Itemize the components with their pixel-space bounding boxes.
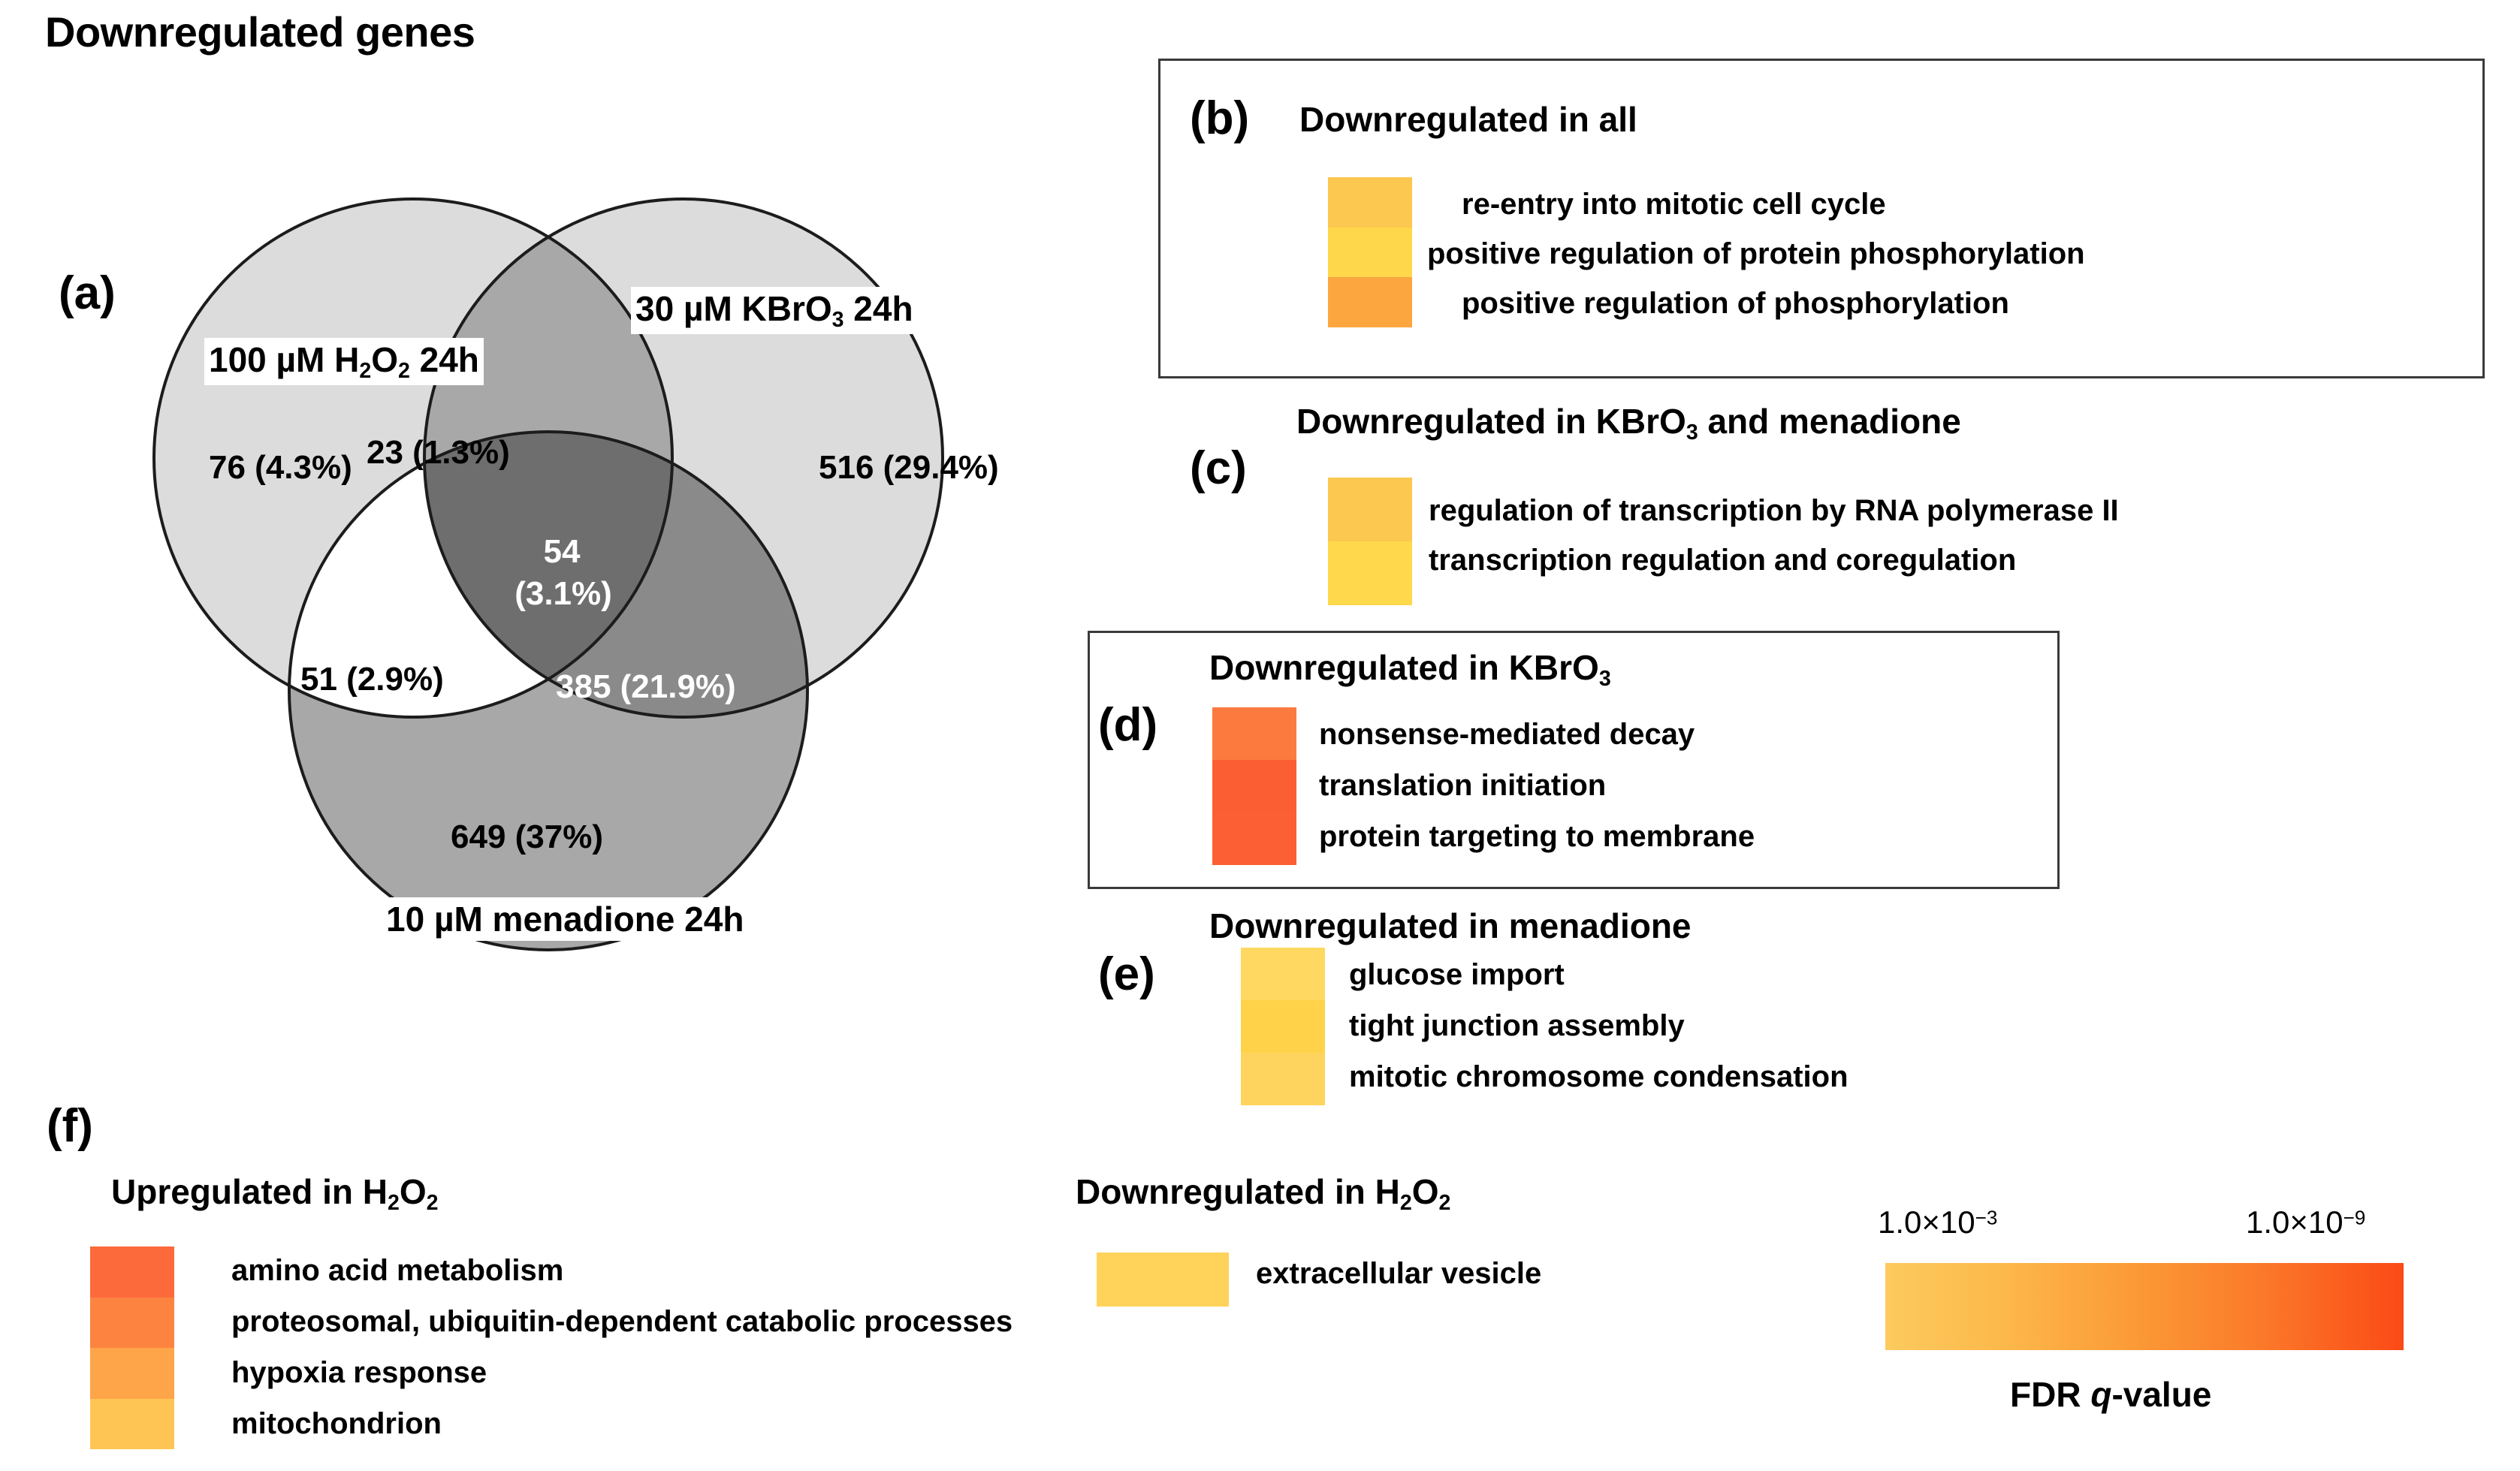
swatch-f-up-2 xyxy=(90,1297,174,1348)
venn-label-h2o2: 100 µM H2O2 24h xyxy=(204,338,484,385)
swatch-e-1 xyxy=(1241,948,1325,1000)
figure-title: Downregulated genes xyxy=(45,8,475,56)
panel-d-letter: (d) xyxy=(1098,699,1158,751)
panel-f-down-swatch xyxy=(1097,1252,1229,1307)
panel-f-up-term-2: proteosomal, ubiquitin-dependent catabol… xyxy=(231,1305,1013,1338)
panel-c-letter: (c) xyxy=(1190,442,1247,494)
panel-b-term-3: positive regulation of phosphorylation xyxy=(1462,287,2009,320)
swatch-d-3 xyxy=(1212,812,1296,865)
venn-label-menadione: 10 µM menadione 24h xyxy=(382,897,749,941)
swatch-f-up-1 xyxy=(90,1246,174,1298)
panel-f-down-term-1: extracellular vesicle xyxy=(1256,1257,1542,1290)
panel-b-term-1: re-entry into mitotic cell cycle xyxy=(1462,188,1886,221)
swatch-e-3 xyxy=(1241,1052,1325,1105)
swatch-d-1 xyxy=(1212,707,1296,760)
swatch-c-2 xyxy=(1328,541,1412,605)
panel-f-up-term-4: mitochondrion xyxy=(231,1407,442,1440)
swatch-b-2 xyxy=(1328,227,1412,278)
legend-tick-low: 1.0×10−3 xyxy=(1878,1204,1998,1240)
panel-b-frame xyxy=(1158,59,2485,378)
venn-count-all-three-percent: (3.1%) xyxy=(515,575,612,612)
venn-count-h2o2-kbro3: 23 (1.3%) xyxy=(367,434,510,471)
venn-count-all-three: 54 xyxy=(543,533,581,570)
swatch-c-1 xyxy=(1328,478,1412,541)
panel-d-heading: Downregulated in KBrO3 xyxy=(1209,648,1611,691)
venn-diagram xyxy=(113,173,1014,1059)
legend-tick-high: 1.0×10−9 xyxy=(2246,1204,2366,1240)
panel-b-swatches xyxy=(1328,177,1412,327)
panel-f-down-heading: Downregulated in H2O2 xyxy=(1076,1172,1451,1215)
panel-d-swatches xyxy=(1212,707,1296,865)
panel-f-letter: (f) xyxy=(47,1100,93,1152)
swatch-d-2 xyxy=(1212,760,1296,812)
panel-d-term-2: translation initiation xyxy=(1319,769,1607,802)
venn-count-kbro3-menadione: 385 (21.9%) xyxy=(556,668,736,705)
panel-f-up-term-1: amino acid metabolism xyxy=(231,1254,564,1287)
panel-c-heading: Downregulated in KBrO3 and menadione xyxy=(1296,402,1961,445)
panel-e-term-2: tight junction assembly xyxy=(1349,1009,1685,1042)
fdr-qvalue-colorbar xyxy=(1885,1263,2404,1350)
venn-count-kbro3-only: 516 (29.4%) xyxy=(819,449,999,486)
venn-label-kbro3: 30 µM KBrO3 24h xyxy=(631,287,918,334)
panel-e-letter: (e) xyxy=(1098,948,1155,1000)
panel-f-up-heading: Upregulated in H2O2 xyxy=(111,1172,439,1215)
panel-c-term-2: transcription regulation and coregulatio… xyxy=(1429,544,2017,577)
panel-d-term-3: protein targeting to membrane xyxy=(1319,820,1755,853)
swatch-f-up-4 xyxy=(90,1398,174,1449)
panel-e-heading: Downregulated in menadione xyxy=(1209,906,1692,945)
swatch-b-3 xyxy=(1328,277,1412,327)
panel-c-term-1: regulation of transcription by RNA polym… xyxy=(1429,494,2119,527)
panel-a-letter: (a) xyxy=(59,267,116,319)
panel-b-letter: (b) xyxy=(1190,92,1250,144)
swatch-f-up-3 xyxy=(90,1348,174,1399)
venn-count-menadione-only: 649 (37%) xyxy=(451,818,604,855)
swatch-e-2 xyxy=(1241,1000,1325,1053)
panel-d-frame xyxy=(1088,631,2060,889)
legend-caption: FDR q-value xyxy=(2010,1375,2212,1414)
panel-d-term-1: nonsense-mediated decay xyxy=(1319,718,1695,751)
panel-f-up-swatches xyxy=(90,1246,174,1449)
panel-b-heading: Downregulated in all xyxy=(1299,100,1637,139)
panel-c-swatches xyxy=(1328,478,1412,605)
panel-e-term-1: glucose import xyxy=(1349,958,1565,991)
venn-count-h2o2-only: 76 (4.3%) xyxy=(209,449,352,486)
panel-b-term-2: positive regulation of protein phosphory… xyxy=(1427,237,2085,270)
panel-e-swatches xyxy=(1241,948,1325,1105)
panel-f-up-term-3: hypoxia response xyxy=(231,1356,487,1389)
venn-svg xyxy=(152,197,944,951)
swatch-b-1 xyxy=(1328,177,1412,228)
venn-count-h2o2-menadione: 51 (2.9%) xyxy=(300,661,444,698)
panel-e-term-3: mitotic chromosome condensation xyxy=(1349,1060,1849,1093)
